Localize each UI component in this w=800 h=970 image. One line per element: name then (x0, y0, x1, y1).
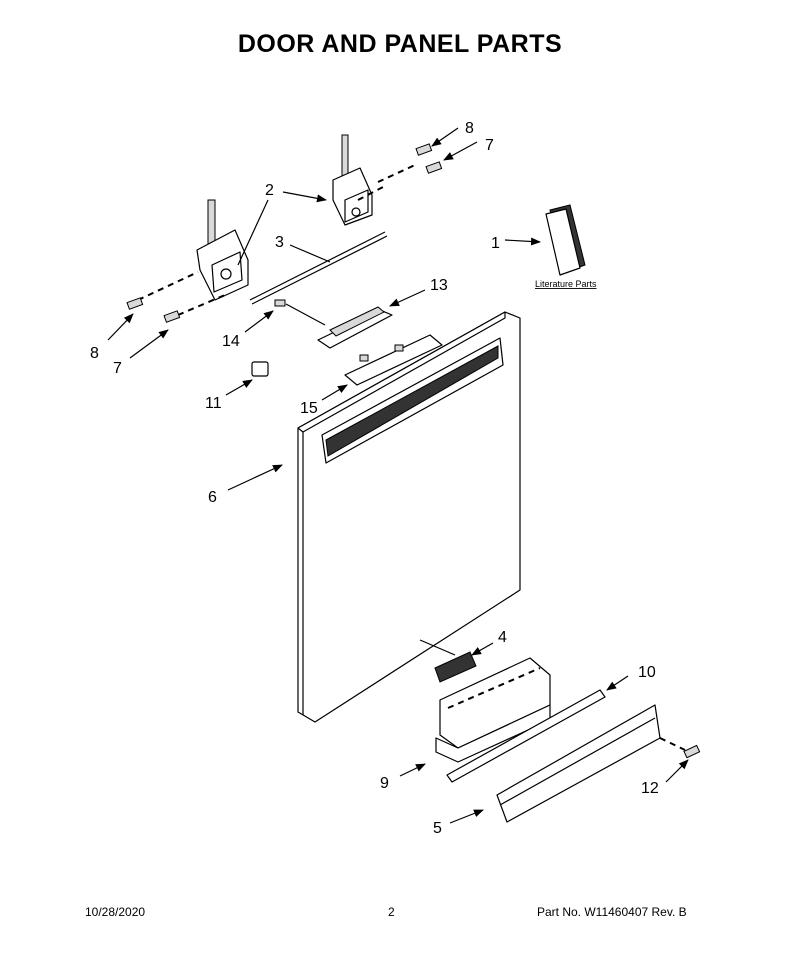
toe-trim-strip (446, 689, 606, 783)
callout-1: 1 (491, 235, 500, 252)
literature-booklet (545, 204, 586, 276)
callout-arrows (107, 127, 689, 824)
literature-parts-label: Literature Parts (535, 279, 597, 289)
callout-7-lower: 7 (113, 360, 122, 377)
screw-upper-7 (425, 161, 443, 174)
footer-part-number: Part No. W11460407 Rev. B (537, 905, 687, 919)
hinge-link-rod (249, 231, 388, 305)
callout-14: 14 (222, 333, 240, 350)
callout-12: 12 (641, 780, 659, 797)
hinge-right (332, 134, 373, 226)
footer-date: 10/28/2020 (85, 905, 146, 919)
callout-9: 9 (380, 775, 389, 792)
door-clip (251, 361, 269, 377)
callout-8-lower: 8 (90, 345, 99, 362)
callout-3: 3 (275, 234, 284, 251)
callout-8-upper: 8 (465, 120, 474, 137)
pin-part (274, 299, 326, 326)
callout-6: 6 (208, 489, 217, 506)
screw-lower-7 (163, 310, 181, 323)
door-panel (297, 311, 521, 723)
callout-4: 4 (498, 629, 507, 646)
screw-12 (659, 737, 701, 759)
callout-10: 10 (638, 664, 656, 681)
callout-11: 11 (205, 395, 222, 412)
callout-5: 5 (433, 820, 442, 837)
callout-2: 2 (265, 182, 274, 199)
callout-15: 15 (300, 400, 318, 417)
hinge-left (196, 199, 249, 301)
callout-13: 13 (430, 277, 448, 294)
screw-lower-8 (126, 297, 144, 310)
footer-page-number: 2 (388, 905, 395, 919)
logo-badge (419, 639, 477, 683)
callout-7-upper: 7 (485, 137, 494, 154)
control-board (344, 334, 443, 386)
screw-upper-8 (415, 143, 433, 156)
page-title: DOOR AND PANEL PARTS (237, 30, 563, 58)
control-bracket (317, 306, 393, 349)
